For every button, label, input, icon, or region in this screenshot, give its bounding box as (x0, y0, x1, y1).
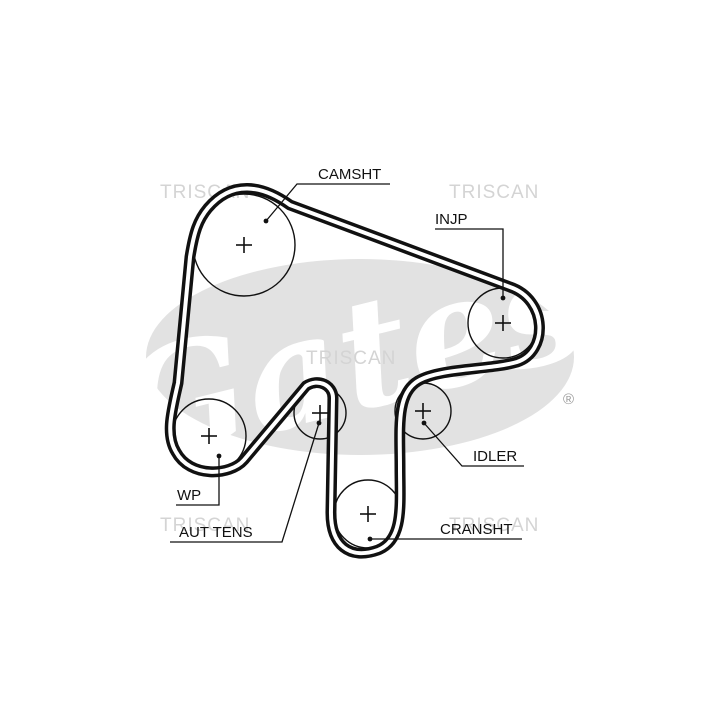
aut-tens-leader (170, 422, 320, 543)
crankshaft-centre-cross (360, 506, 376, 522)
camshaft-centre-cross (236, 237, 252, 253)
pulley-centres (201, 237, 511, 522)
registered-mark: ® (563, 391, 574, 408)
watermark-bottom-left: TRISCAN (160, 515, 250, 536)
logo-ellipse (146, 259, 574, 455)
callout-labels: CAMSHT INJP IDLER WP AUT TENS CRANSHT (177, 166, 517, 541)
leader-dots (216, 218, 506, 542)
injp-dot (500, 295, 506, 301)
camshaft-leader (265, 183, 390, 222)
label-injection-pump: INJP (435, 211, 468, 228)
water-pump-centre-cross (201, 428, 217, 444)
injection-pump-centre-cross (495, 315, 511, 331)
injp-leader (435, 228, 504, 297)
wp-dot (216, 453, 222, 459)
watermark-center: TRISCAN (306, 348, 396, 369)
auto-tensioner-centre-cross (312, 405, 328, 421)
label-camshaft: CAMSHT (318, 166, 381, 183)
camshaft-dot (263, 218, 269, 224)
label-auto-tensioner: AUT TENS (179, 524, 253, 541)
label-idler: IDLER (473, 448, 517, 465)
idler-dot (421, 420, 427, 426)
watermark-top-right: TRISCAN (449, 182, 539, 203)
aut-tens-dot (316, 420, 322, 426)
idler-leader (423, 422, 524, 467)
belt-inner-band (168, 186, 542, 556)
cranksht-dot (367, 536, 373, 542)
wp-leader (176, 456, 220, 506)
label-water-pump: WP (177, 487, 201, 504)
watermark-bottom-right: TRISCAN (449, 515, 539, 536)
label-crankshaft: CRANSHT (440, 521, 513, 538)
idler-centre-cross (415, 403, 431, 419)
watermarks: TRISCAN TRISCAN TRISCAN TRISCAN TRISCAN (160, 182, 539, 536)
timing-belt (164, 183, 545, 559)
leader-lines (170, 183, 524, 543)
